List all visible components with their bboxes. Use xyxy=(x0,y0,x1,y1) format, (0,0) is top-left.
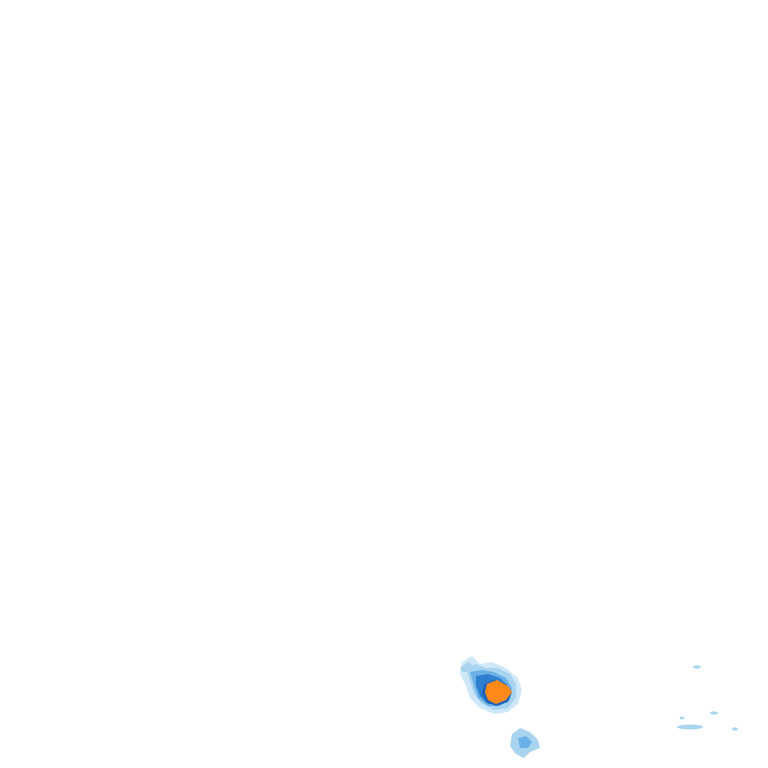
south-cluster-medium xyxy=(518,736,532,748)
east-speck-5 xyxy=(679,716,685,720)
east-speck-3 xyxy=(710,711,718,715)
east-speck-2 xyxy=(677,724,703,730)
main-cluster xyxy=(460,656,522,714)
east-speckles xyxy=(677,665,738,731)
east-speck-4 xyxy=(732,727,738,731)
main-cluster-hotspot xyxy=(485,680,512,704)
south-cluster xyxy=(510,728,540,758)
east-speck-1 xyxy=(693,665,701,669)
main-cluster-spur xyxy=(460,662,474,672)
